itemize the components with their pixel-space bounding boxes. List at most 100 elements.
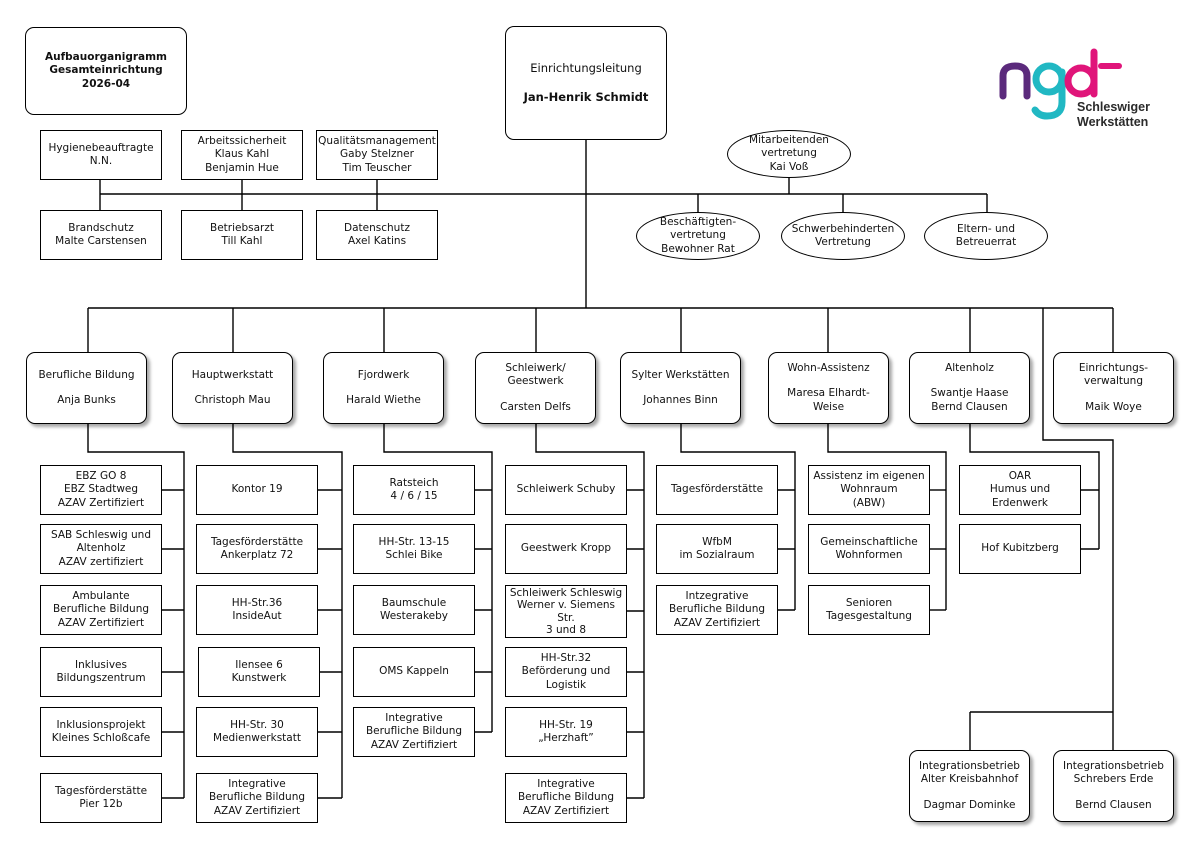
oval-beschaeftigtenvertretung: Beschäftigten- vertretung Bewohner Rat xyxy=(636,212,760,260)
unit-box: WfbM im Sozialraum xyxy=(656,524,778,574)
dept-title: Berufliche Bildung xyxy=(38,368,135,381)
staff-line: Arbeitssicherheit xyxy=(197,134,287,147)
unit-line: Werner v. Siemens xyxy=(516,599,616,611)
unit-box: Ilensee 6 Kunstwerk xyxy=(198,647,320,697)
unit-line: Schlei Bike xyxy=(385,549,443,561)
integration-title: Integrationsbetrieb xyxy=(1063,759,1164,772)
dept-title: Altenholz xyxy=(945,361,994,374)
staff-line: Tim Teuscher xyxy=(342,161,412,174)
unit-line: Gemeinschaftliche xyxy=(820,535,918,548)
connector-line xyxy=(383,424,493,732)
unit-line: EBZ GO 8 xyxy=(75,469,127,482)
dept-head: Carsten Delfs xyxy=(500,400,571,413)
unit-box: Geestwerk Kropp xyxy=(505,524,627,574)
staff-box-betriebsarzt: Betriebsarzt Till Kahl xyxy=(181,210,303,260)
unit-line: Schleiwerk Schuby xyxy=(516,483,616,496)
unit-line: Altenholz xyxy=(76,542,126,555)
connector-line xyxy=(680,424,796,610)
staff-line: Hygienebeauftragte xyxy=(48,141,154,154)
dept-head: Johannes Binn xyxy=(643,394,718,406)
dept-einrichtungsverwaltung: Einrichtungs- verwaltung Maik Woye xyxy=(1053,352,1174,424)
unit-line: AZAV Zertifiziert xyxy=(57,616,145,629)
unit-line: WfbM xyxy=(702,535,732,548)
unit-line: Pier 12b xyxy=(79,798,123,810)
unit-line: AZAV Zertifiziert xyxy=(57,496,145,509)
unit-line: Senioren xyxy=(845,596,893,609)
integration-alter-kreisbahnhof: Integrationsbetrieb Alter Kreisbahnhof D… xyxy=(909,750,1030,822)
leader-role: Einrichtungsleitung xyxy=(530,61,642,75)
connector-line xyxy=(827,424,947,610)
unit-box: Ambulante Berufliche Bildung AZAV Zertif… xyxy=(40,585,162,635)
unit-line: Berufliche Bildung xyxy=(208,791,306,804)
integration-schrebers-erde: Integrationsbetrieb Schrebers Erde Bernd… xyxy=(1053,750,1174,822)
oval-line: Mitarbeitenden xyxy=(749,133,829,146)
unit-line: InsideAut xyxy=(232,610,282,622)
unit-line: OMS Kappeln xyxy=(379,665,449,678)
unit-box: Tagesförderstätte Pier 12b xyxy=(40,773,162,823)
unit-line: Baumschule xyxy=(381,596,447,609)
unit-line: HH-Str. 19 xyxy=(539,718,593,731)
unit-line: AZAV Zertifiziert xyxy=(522,804,610,817)
oval-line: Vertretung xyxy=(815,236,871,248)
unit-box: HH-Str. 30 Medienwerkstatt xyxy=(196,707,318,757)
oval-schwerbehindertenvertretung: Schwerbehinderten Vertretung xyxy=(781,212,905,260)
unit-box: OAR Humus und Erdenwerk xyxy=(959,465,1081,515)
staff-line: Datenschutz xyxy=(344,221,410,234)
unit-box: Gemeinschaftliche Wohnformen xyxy=(808,524,930,574)
connector-line xyxy=(969,424,1100,549)
unit-box: Inklusives Bildungszentrum xyxy=(40,647,162,697)
unit-box: Hof Kubitzberg xyxy=(959,524,1081,574)
dept-head: Harald Wiethe xyxy=(346,394,421,406)
staff-box-datenschutz: Datenschutz Axel Katins xyxy=(316,210,438,260)
unit-box: Assistenz im eigenen Wohnraum (ABW) xyxy=(808,465,930,515)
unit-line: Kleines Schloßcafe xyxy=(51,732,151,744)
dept-berufliche-bildung: Berufliche Bildung Anja Bunks xyxy=(26,352,147,424)
unit-box: Integrative Berufliche Bildung AZAV Zert… xyxy=(353,707,475,757)
unit-line: AZAV Zertifiziert xyxy=(370,738,458,751)
unit-line: HH-Str. 13-15 xyxy=(378,535,450,548)
unit-line: Str. xyxy=(557,611,575,624)
chart-title-box: Aufbauorganigramm Gesamteinrichtung 2026… xyxy=(25,27,187,115)
dept-title: Schleiwerk/ xyxy=(505,361,566,374)
unit-box: Tagesförderstätte xyxy=(656,465,778,515)
unit-line: AZAV zertifiziert xyxy=(58,555,144,568)
staff-box-hygiene: Hygienebeauftragte N.N. xyxy=(40,130,162,180)
unit-box: OMS Kappeln xyxy=(353,647,475,697)
staff-line: Malte Carstensen xyxy=(55,235,147,247)
leader-name: Jan-Henrik Schmidt xyxy=(523,90,649,104)
oval-line: vertretung xyxy=(670,229,726,242)
staff-line: Gaby Stelzner xyxy=(340,148,414,161)
unit-line: Medienwerkstatt xyxy=(213,732,301,744)
dept-head: Christoph Mau xyxy=(194,394,271,406)
unit-line: Erdenwerk xyxy=(992,496,1048,509)
unit-box: Tagesförderstätte Ankerplatz 72 xyxy=(196,524,318,574)
dept-head: Weise xyxy=(812,400,845,413)
dept-head: Anja Bunks xyxy=(57,394,116,406)
integration-title: Alter Kreisbahnhof xyxy=(920,773,1019,786)
unit-line: Westerakeby xyxy=(379,610,449,622)
oval-line: Bewohner Rat xyxy=(661,242,735,255)
unit-line: HH-Str.36 xyxy=(231,596,283,609)
unit-line: Logistik xyxy=(545,678,587,691)
unit-line: Ratsteich xyxy=(389,476,439,489)
dept-schleiwerk-geestwerk: Schleiwerk/ Geestwerk Carsten Delfs xyxy=(475,352,596,424)
unit-line: HH-Str. 30 xyxy=(230,718,284,731)
oval-line: vertretung xyxy=(761,147,817,160)
unit-box: EBZ GO 8 EBZ Stadtweg AZAV Zertifiziert xyxy=(40,465,162,515)
unit-box: SAB Schleswig und Altenholz AZAV zertifi… xyxy=(40,524,162,574)
unit-box: Kontor 19 xyxy=(196,465,318,515)
unit-line: AZAV Zertifiziert xyxy=(673,616,761,629)
logo-text-line2: Werkstätten xyxy=(1077,115,1149,129)
unit-line: (ABW) xyxy=(852,496,886,509)
unit-line: Ambulante xyxy=(72,589,130,602)
unit-line: Berufliche Bildung xyxy=(52,603,150,616)
unit-line: Integrative xyxy=(385,711,443,724)
unit-box: HH-Str.32 Beförderung und Logistik xyxy=(505,647,627,697)
unit-line: Ilensee 6 xyxy=(235,658,283,671)
unit-line: Tagesförderstätte xyxy=(54,784,148,797)
unit-line: Inklusionsprojekt xyxy=(56,718,146,731)
integration-head: Dagmar Dominke xyxy=(923,798,1016,811)
dept-head: Maresa Elhardt- xyxy=(787,387,870,400)
unit-box: HH-Str. 13-15 Schlei Bike xyxy=(353,524,475,574)
unit-box: Schleiwerk Schleswig Werner v. Siemens S… xyxy=(505,585,627,638)
